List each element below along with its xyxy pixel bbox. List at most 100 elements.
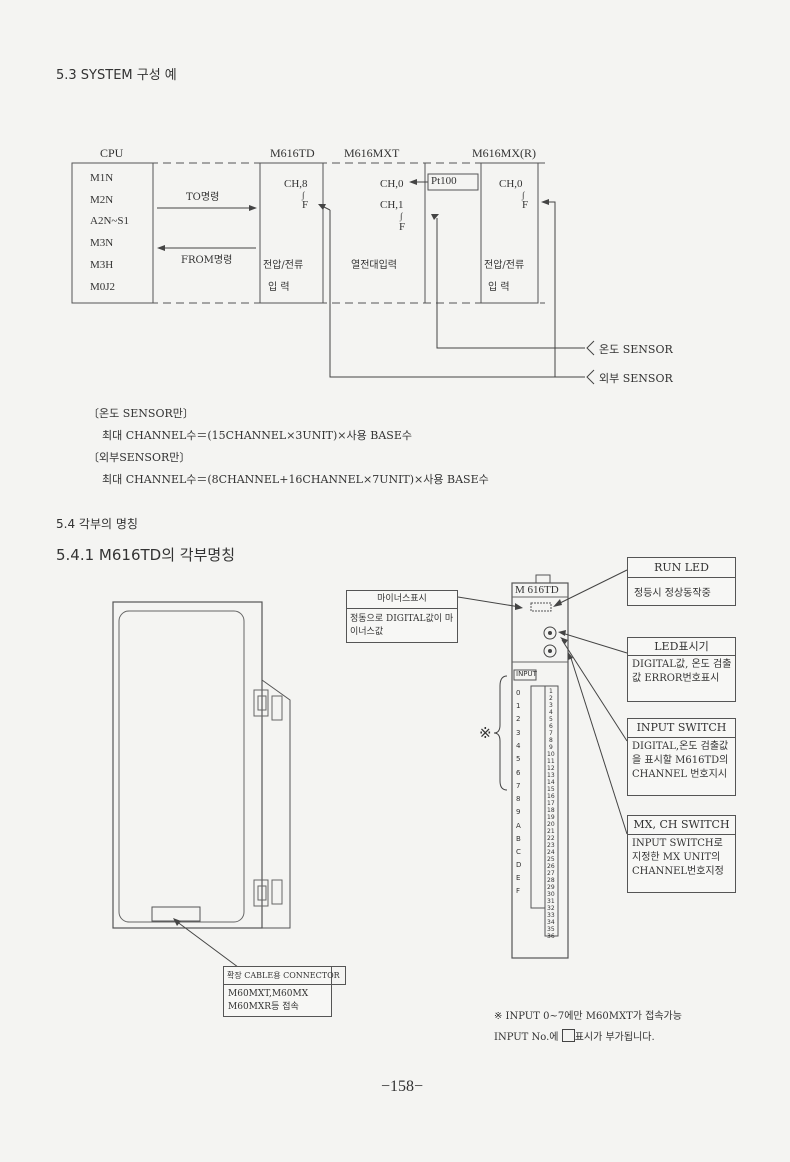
terminal-number: 20 <box>547 821 555 828</box>
callout-body: M60MXT,M60MX M60MXR등 접속 <box>228 989 309 1012</box>
note-line-2-end: 표시가 부가됩니다. <box>574 1032 655 1043</box>
input-marker: 3 <box>516 729 521 737</box>
td-input-line-2: 입 력 <box>268 282 290 293</box>
input-marker: 5 <box>516 755 521 763</box>
terminal-number: 14 <box>547 779 555 786</box>
input-marker: 0 <box>516 689 521 697</box>
run-led-callout: RUN LED 정등시 정상동작중 <box>627 557 736 606</box>
input-section-label: INPUT <box>516 670 537 678</box>
terminal-number: 27 <box>547 870 555 877</box>
input-marker: E <box>516 874 521 882</box>
mxt-channel-1: CH,1 <box>380 199 404 211</box>
terminal-number: 35 <box>547 926 555 933</box>
external-sensor-label: 외부 SENSOR <box>599 372 673 385</box>
td-input-line-1: 전압/전류 <box>263 260 304 271</box>
page-number: −158− <box>381 1078 424 1095</box>
input-marker: D <box>516 861 522 869</box>
callout-title: RUN LED <box>627 557 736 578</box>
marker-box-icon <box>561 1029 575 1042</box>
pt100-label: Pt100 <box>431 175 457 187</box>
terminal-number: 15 <box>547 786 555 793</box>
cpu-model: M0J2 <box>90 281 116 293</box>
terminal-number: 18 <box>547 807 555 814</box>
callout-body: INPUT SWITCH로 지정한 MX UNIT의 CHANNEL번호지정 <box>632 838 724 877</box>
terminal-number: 32 <box>547 905 555 912</box>
note-line-2-start: INPUT No.에 <box>494 1032 562 1043</box>
terminal-number: 33 <box>547 912 555 919</box>
m616td-label: M616TD <box>270 146 315 160</box>
callout-title: LED표시기 <box>627 637 736 656</box>
mx-input-line-1: 전압/전류 <box>484 260 525 271</box>
from-command-label: FROM명령 <box>181 255 233 266</box>
temp-sensor-formula: 최대 CHANNEL수＝(15CHANNEL×3UNIT)×사용 BASE수 <box>102 429 412 442</box>
minus-display-callout: 마이너스표시 정동으로 DIGITAL값이 마이너스값 <box>346 590 458 643</box>
input-marker: C <box>516 848 521 856</box>
terminal-number: 4 <box>549 709 553 716</box>
terminal-number: 21 <box>547 828 555 835</box>
terminal-number: 26 <box>547 863 555 870</box>
terminal-number: 31 <box>547 898 555 905</box>
mx-range-mark: ∫ <box>522 190 525 200</box>
input-marker: A <box>516 822 521 830</box>
system-diagram-lines <box>71 162 595 385</box>
terminal-number: 28 <box>547 877 555 884</box>
terminal-number: 29 <box>547 884 555 891</box>
m616mx-label: M616MX(R) <box>472 146 537 160</box>
input-marker: 4 <box>516 742 521 750</box>
input-marker: 8 <box>516 795 521 803</box>
terminal-number: 7 <box>549 730 553 737</box>
module-model-label: M 616TD <box>515 584 559 596</box>
terminal-number: 8 <box>549 737 553 744</box>
terminal-number: 12 <box>547 765 555 772</box>
input-marker: 2 <box>516 715 521 723</box>
td-channel-f: F <box>302 199 309 211</box>
terminal-number: 9 <box>549 744 553 751</box>
cpu-model: A2N~S1 <box>90 215 129 227</box>
terminal-number: 11 <box>547 758 555 765</box>
mxt-channel-0: CH,0 <box>380 178 404 190</box>
section-5-4-1-heading: 5.4.1 M616TD의 각부명칭 <box>56 546 235 564</box>
td-channel-top: CH,8 <box>284 178 308 190</box>
connector-callout: 확장 CABLE용 CONNECTOR M60MXT,M60MX M60MXR등… <box>223 966 346 1017</box>
mx-channel-f: F <box>522 199 529 211</box>
callout-body: DIGITAL,온도 검출값을 표시할 M616TD의 CHANNEL 번호지시 <box>632 741 729 780</box>
mxt-range-mark: ∫ <box>400 211 403 221</box>
m616mxt-label: M616MXT <box>344 146 400 160</box>
input-switch-callout: INPUT SWITCH DIGITAL,온도 검출값을 표시할 M616TD의… <box>627 718 736 796</box>
callout-title: 마이너스표시 <box>346 590 458 609</box>
section-5-3-heading: 5.3 SYSTEM 구성 예 <box>56 68 177 83</box>
note-line-2: INPUT No.에 표시가 부가됩니다. <box>494 1028 655 1043</box>
input-marker: 1 <box>516 702 521 710</box>
asterisk-mark: ※ <box>479 724 492 742</box>
terminal-number: 24 <box>547 849 555 856</box>
mx-channel-0: CH,0 <box>499 178 523 190</box>
input-marker: 9 <box>516 808 521 816</box>
terminal-number: 2 <box>549 695 553 702</box>
td-range-mark: ∫ <box>302 190 305 200</box>
callout-body: 정동으로 DIGITAL값이 마이너스값 <box>350 614 454 637</box>
terminal-number: 30 <box>547 891 555 898</box>
cpu-model: M3H <box>90 259 114 271</box>
mx-ch-switch-callout: MX, CH SWITCH INPUT SWITCH로 지정한 MX UNIT의… <box>627 815 736 893</box>
ext-sensor-formula: 최대 CHANNEL수＝(8CHANNEL+16CHANNEL×7UNIT)×사… <box>102 473 489 486</box>
cpu-model: M1N <box>90 172 114 184</box>
callout-title: INPUT SWITCH <box>627 718 736 738</box>
terminal-number: 36 <box>547 933 555 940</box>
terminal-number: 25 <box>547 856 555 863</box>
callout-body: DIGITAL값, 온도 검출값 ERROR번호표시 <box>632 659 732 684</box>
section-5-4-heading: 5.4 각부의 명칭 <box>56 517 138 531</box>
terminal-number: 22 <box>547 835 555 842</box>
mx-input-line-2: 입 력 <box>488 282 510 293</box>
input-marker: B <box>516 835 521 843</box>
note-line-1: ※ INPUT 0~7에만 M60MXT가 접속가능 <box>494 1011 682 1022</box>
input-marker: F <box>516 887 521 895</box>
callout-body: 정등시 정상동작중 <box>634 588 711 599</box>
cpu-model: M2N <box>90 194 114 206</box>
terminal-number: 10 <box>547 751 555 758</box>
input-marker: 6 <box>516 769 521 777</box>
terminal-number: 17 <box>547 800 555 807</box>
terminal-number: 16 <box>547 793 555 800</box>
to-command-label: TO명령 <box>186 192 220 203</box>
temp-sensor-heading: 〔온도 SENSOR만〕 <box>88 407 194 420</box>
